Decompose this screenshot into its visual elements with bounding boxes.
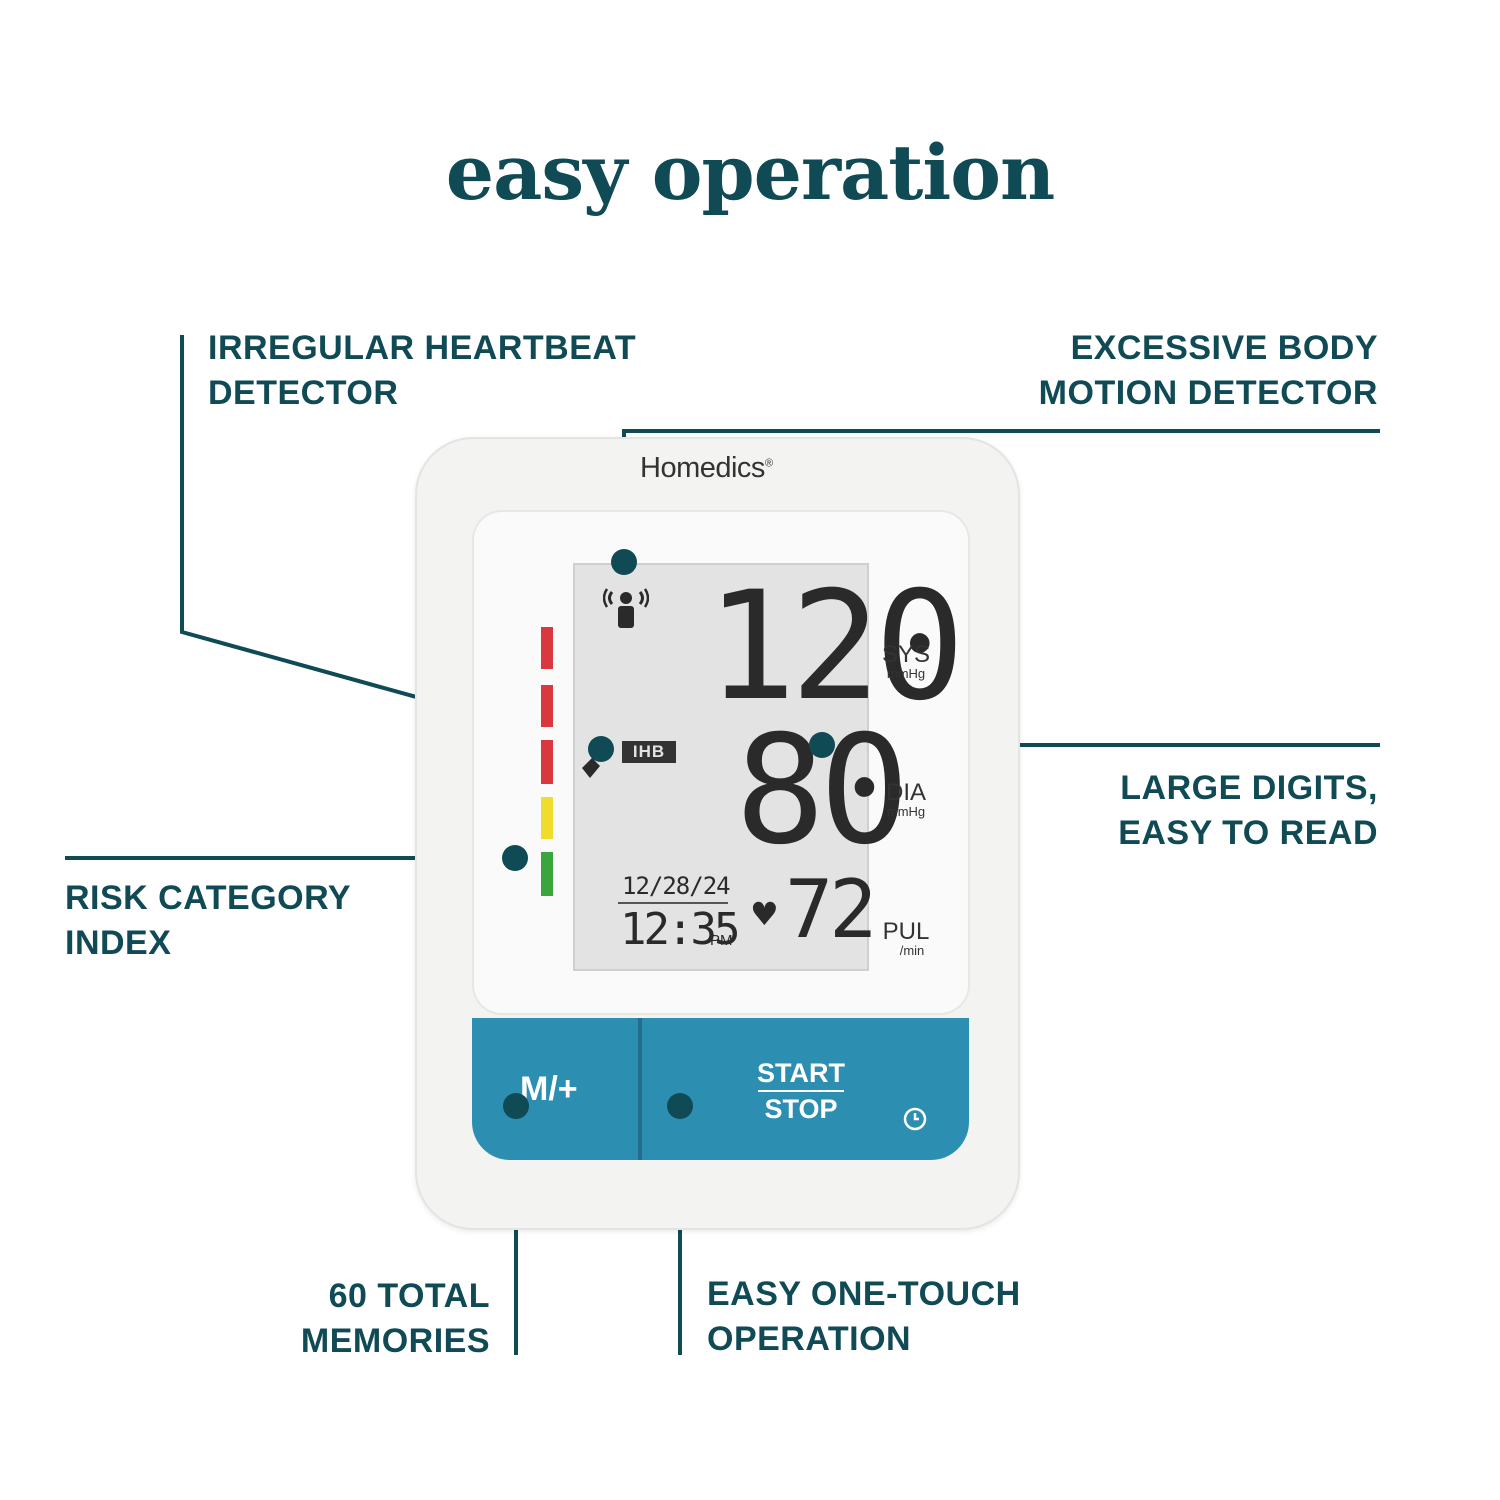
sys-label: SYS mmHg xyxy=(874,643,938,681)
systolic-value: 120 xyxy=(706,560,965,734)
date-divider xyxy=(618,902,728,904)
brand-name: Homedics xyxy=(640,452,765,484)
memories-callout: 60 TOTAL MEMORIES xyxy=(301,1274,490,1364)
dia-label-text: DIA xyxy=(885,779,926,806)
memories-callout-line2: MEMORIES xyxy=(300,1322,490,1360)
pul-label-text: PUL xyxy=(882,918,930,945)
risk-callout-line1: RISK CATEGORY xyxy=(65,879,352,917)
ampm-indicator: PM xyxy=(710,932,733,949)
risk-bar-red-1 xyxy=(541,627,553,669)
onetouch-callout-line2: OPERATION xyxy=(707,1320,912,1358)
button-divider xyxy=(638,1018,642,1160)
memory-callout-dot xyxy=(503,1093,529,1119)
start-label: START xyxy=(757,1058,845,1088)
risk-bar-red-2 xyxy=(541,685,553,727)
digits-callout-line1: LARGE DIGITS, xyxy=(1120,769,1378,807)
dia-label: DIA mmHg xyxy=(874,781,938,819)
risk-callout: RISK CATEGORY INDEX xyxy=(65,876,351,966)
start-stop-button[interactable]: START STOP xyxy=(740,1058,862,1124)
ihb-callout-line1: IRREGULAR HEARTBEAT xyxy=(208,329,637,367)
dia-unit-text: mmHg xyxy=(886,804,926,819)
page-title: easy operation xyxy=(445,128,1055,217)
heart-icon: ♥ xyxy=(750,895,779,933)
brand-registered-mark: ® xyxy=(764,457,773,470)
stop-label: STOP xyxy=(764,1094,838,1124)
button-panel xyxy=(472,1018,969,1160)
digits-callout: LARGE DIGITS, EASY TO READ xyxy=(1118,766,1378,856)
clock-icon xyxy=(903,1107,927,1131)
risk-bar-red-3 xyxy=(541,740,553,784)
risk-callout-dot xyxy=(502,845,528,871)
ihb-callout-line2: DETECTOR xyxy=(208,374,399,412)
risk-bar-yellow xyxy=(541,797,553,839)
memory-button[interactable]: M/+ xyxy=(520,1070,578,1108)
risk-callout-line2: INDEX xyxy=(65,924,172,962)
time-readout: 12:35 xyxy=(620,904,740,955)
digits-callout-dot xyxy=(809,732,835,758)
ihb-callout: IRREGULAR HEARTBEAT DETECTOR xyxy=(208,326,636,416)
motion-callout-line2: MOTION DETECTOR xyxy=(1038,374,1378,412)
memories-callout-line1: 60 TOTAL xyxy=(328,1277,490,1315)
onetouch-callout-line1: EASY ONE-TOUCH xyxy=(707,1275,1021,1313)
onetouch-callout-dot xyxy=(667,1093,693,1119)
pul-unit-text: /min xyxy=(899,943,925,958)
pul-label: PUL /min xyxy=(874,920,938,958)
motion-callout-dot xyxy=(611,549,637,575)
ihb-heart-icon xyxy=(582,758,600,778)
sys-label-text: SYS xyxy=(881,641,931,668)
sys-unit-text: mmHg xyxy=(886,666,926,681)
ihb-badge: IHB xyxy=(622,741,676,763)
pulse-value: 72 xyxy=(785,863,877,956)
motion-callout: EXCESSIVE BODY MOTION DETECTOR xyxy=(1039,326,1378,416)
body-motion-icon xyxy=(603,588,649,628)
digits-callout-line2: EASY TO READ xyxy=(1118,814,1378,852)
onetouch-callout: EASY ONE-TOUCH OPERATION xyxy=(707,1272,1021,1362)
start-stop-divider xyxy=(758,1090,844,1092)
risk-bar-green xyxy=(541,852,553,896)
date-readout: 12/28/24 xyxy=(622,872,731,900)
ihb-callout-dot xyxy=(588,736,614,762)
brand-logo: Homedics® xyxy=(640,452,773,485)
motion-callout-line1: EXCESSIVE BODY xyxy=(1070,329,1378,367)
